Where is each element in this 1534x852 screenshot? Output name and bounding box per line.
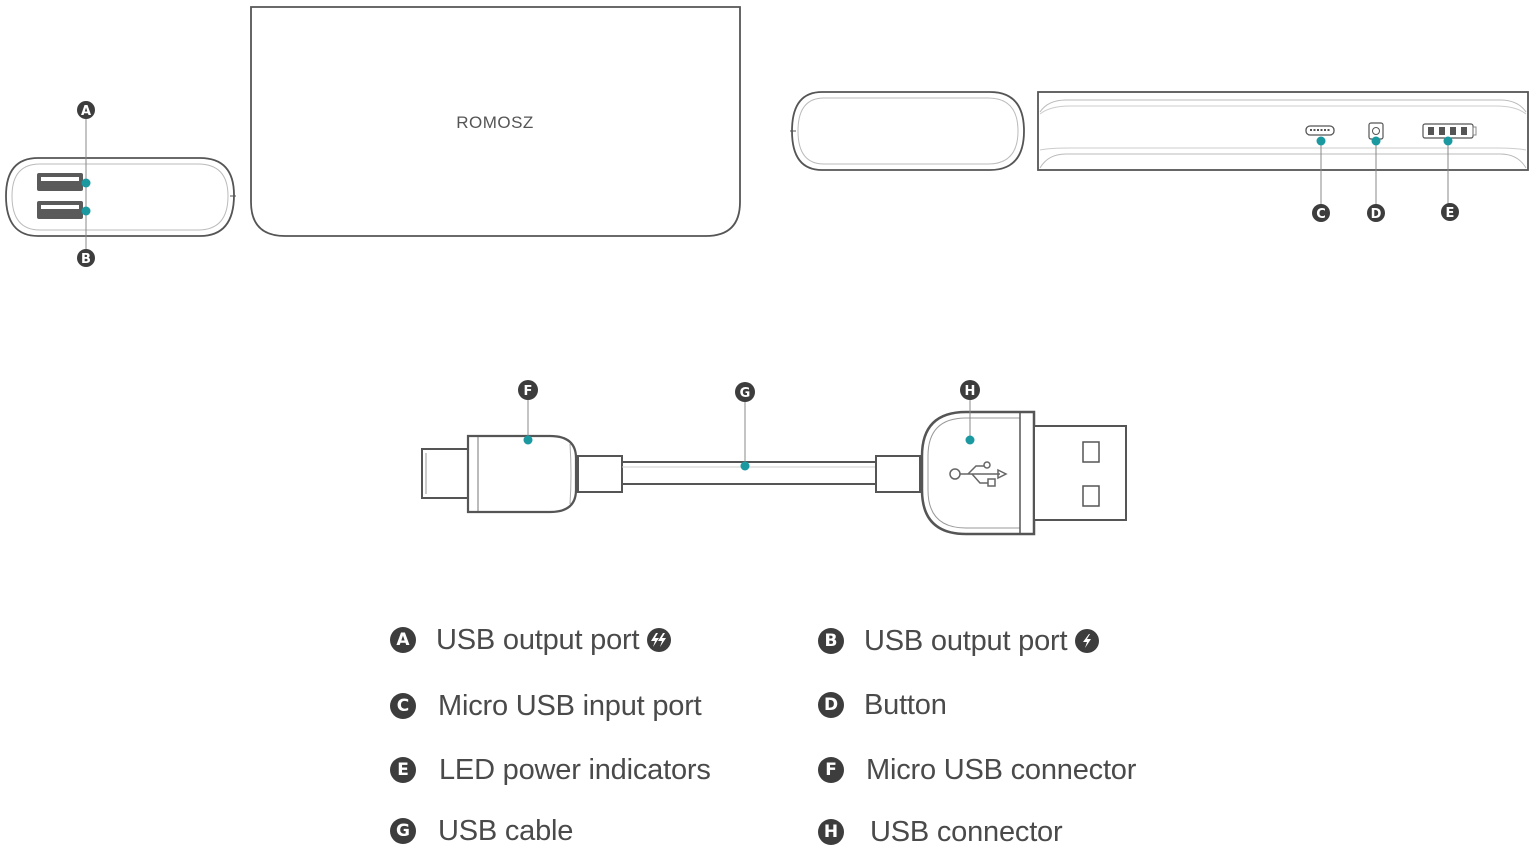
power-bank-side-view: C D E — [1037, 91, 1529, 222]
marker-dot-d — [1371, 136, 1381, 146]
svg-text:E: E — [1446, 206, 1455, 221]
marker-dot-g — [740, 461, 750, 471]
usb-cable-illustration: F G H — [421, 380, 1127, 536]
led-segment — [1450, 127, 1456, 135]
svg-text:A: A — [81, 104, 91, 119]
marker-dot-e — [1443, 136, 1453, 146]
marker-dot-b — [81, 206, 91, 216]
svg-text:F: F — [524, 384, 533, 399]
callout-d: D — [1367, 204, 1385, 222]
end-view-outline — [5, 157, 235, 237]
svg-text:H: H — [965, 384, 976, 399]
micro-usb-connector — [421, 434, 623, 514]
led-indicators — [1422, 123, 1477, 139]
usb-a-connector — [875, 410, 1127, 536]
usb-symbol-icon — [949, 461, 1008, 487]
led-segment — [1439, 127, 1445, 135]
callout-b: B — [77, 249, 95, 267]
svg-text:G: G — [740, 386, 751, 401]
marker-dot-c — [1316, 136, 1326, 146]
blank-end-outline — [791, 91, 1025, 171]
callout-h: H — [960, 380, 980, 400]
usb-port-a — [37, 173, 83, 191]
marker-dot-a — [81, 178, 91, 188]
end-view-inner-outline — [11, 163, 229, 231]
power-bank-end-view-blank — [790, 91, 1025, 171]
svg-text:C: C — [1316, 207, 1326, 222]
marker-dot-f — [523, 435, 533, 445]
svg-text:D: D — [1371, 207, 1382, 222]
callout-g: G — [735, 382, 755, 402]
power-bank-front-view: ROMOSZ — [250, 6, 741, 237]
callout-e: E — [1441, 203, 1459, 221]
led-segment — [1428, 127, 1434, 135]
power-bank-end-view-ports: A B — [5, 101, 236, 267]
svg-text:B: B — [81, 252, 91, 267]
brand-logo: ROMOSZ — [456, 113, 534, 132]
marker-dot-h — [965, 435, 975, 445]
side-outline — [1037, 91, 1529, 171]
callout-f: F — [518, 380, 538, 400]
callout-a: A — [77, 101, 95, 119]
usb-port-b — [37, 201, 83, 219]
micro-usb-port — [1305, 125, 1335, 136]
callout-c: C — [1312, 204, 1330, 222]
front-outline — [250, 6, 741, 237]
led-segment — [1461, 127, 1467, 135]
